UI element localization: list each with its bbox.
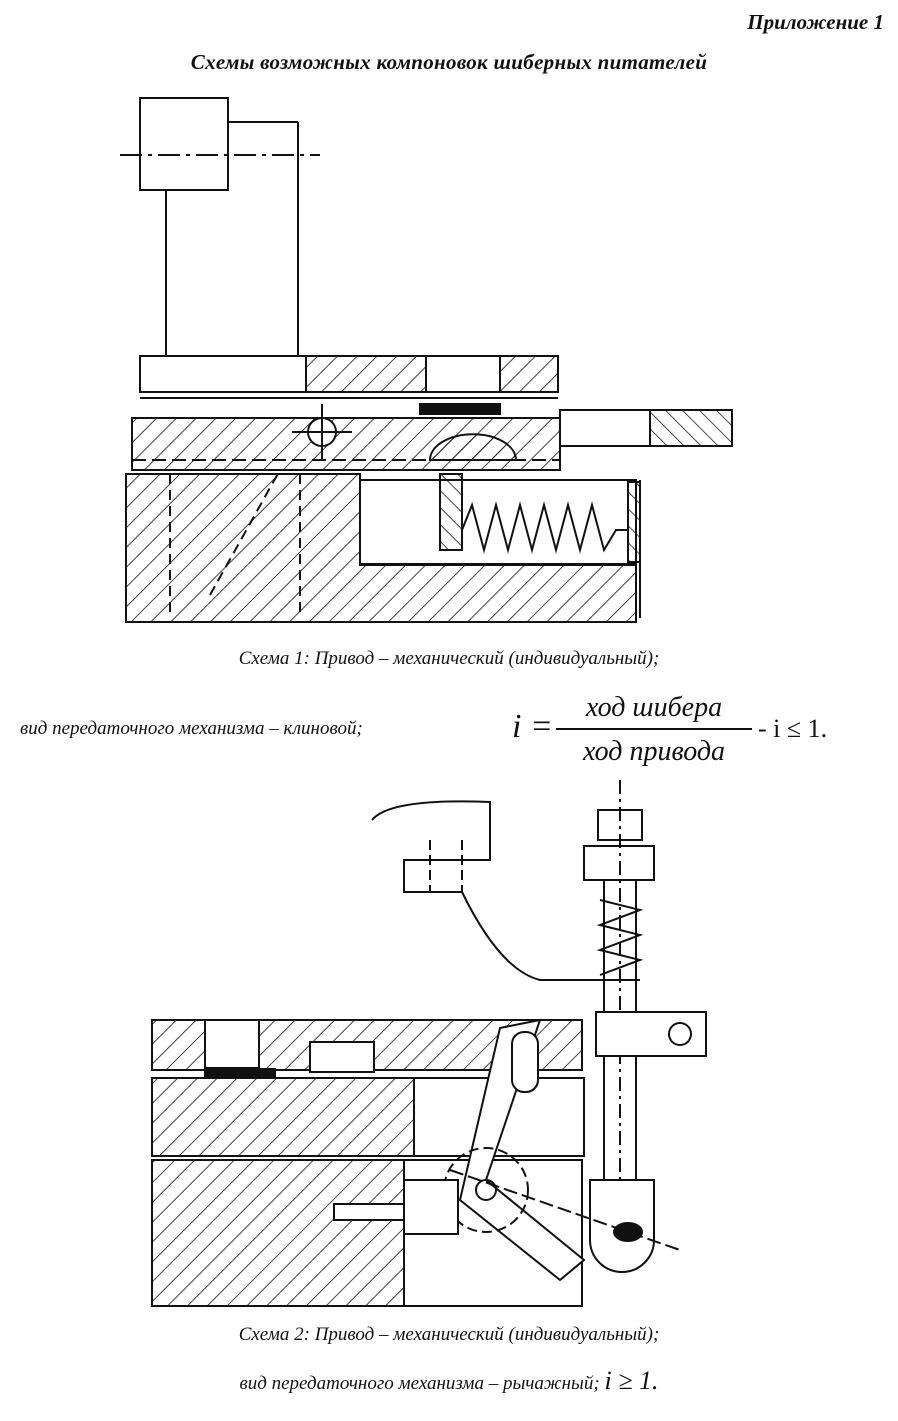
scheme-2-condition: i ≥ 1. bbox=[604, 1366, 659, 1395]
scheme-2-caption-line2: вид передаточного механизма – рычажный; … bbox=[0, 1366, 898, 1396]
document-title: Схемы возможных компоновок шиберных пита… bbox=[190, 50, 708, 74]
lever-arm bbox=[458, 1018, 586, 1282]
scheme-1-drawing bbox=[120, 97, 733, 623]
spring bbox=[461, 501, 628, 554]
scheme-1-caption: Схема 1: Привод – механический (индивиду… bbox=[238, 648, 660, 669]
ratio-symbol: i = bbox=[512, 708, 553, 745]
drive-block bbox=[139, 97, 229, 191]
ratio-condition: - i ≤ 1. bbox=[758, 714, 828, 743]
scheme-2-mechanism: вид передаточного механизма – рычажный; bbox=[239, 1373, 600, 1394]
fraction-bar bbox=[556, 728, 752, 730]
scheme-1-formula: вид передаточного механизма – клиновой; … bbox=[0, 690, 898, 770]
appendix-label: Приложение 1 bbox=[747, 10, 884, 34]
ratio-fraction: ход шибера ход привода bbox=[556, 690, 752, 770]
scheme-2-caption: Схема 2: Привод – механический (индивиду… bbox=[238, 1324, 660, 1345]
rod-spring bbox=[596, 899, 644, 976]
fraction-denominator: ход привода bbox=[582, 736, 726, 767]
formula-prefix: вид передаточного механизма – клиновой; bbox=[20, 718, 363, 739]
fraction-numerator: ход шибера bbox=[585, 692, 723, 723]
scheme-2-drawing bbox=[151, 780, 707, 1307]
